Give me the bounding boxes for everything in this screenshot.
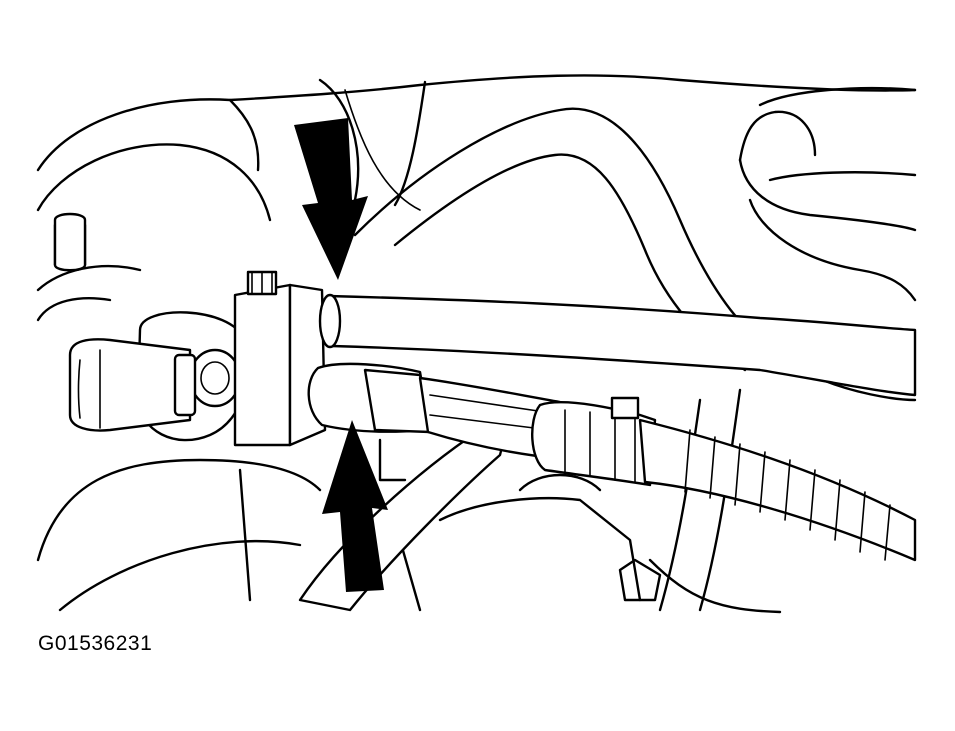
- hose-assembly: [307, 293, 917, 562]
- figure-id-label: G01536231: [38, 632, 153, 655]
- up-arrow-icon: [322, 420, 388, 592]
- down-arrow-icon: [294, 118, 368, 280]
- engine-hose-illustration: [36, 74, 917, 614]
